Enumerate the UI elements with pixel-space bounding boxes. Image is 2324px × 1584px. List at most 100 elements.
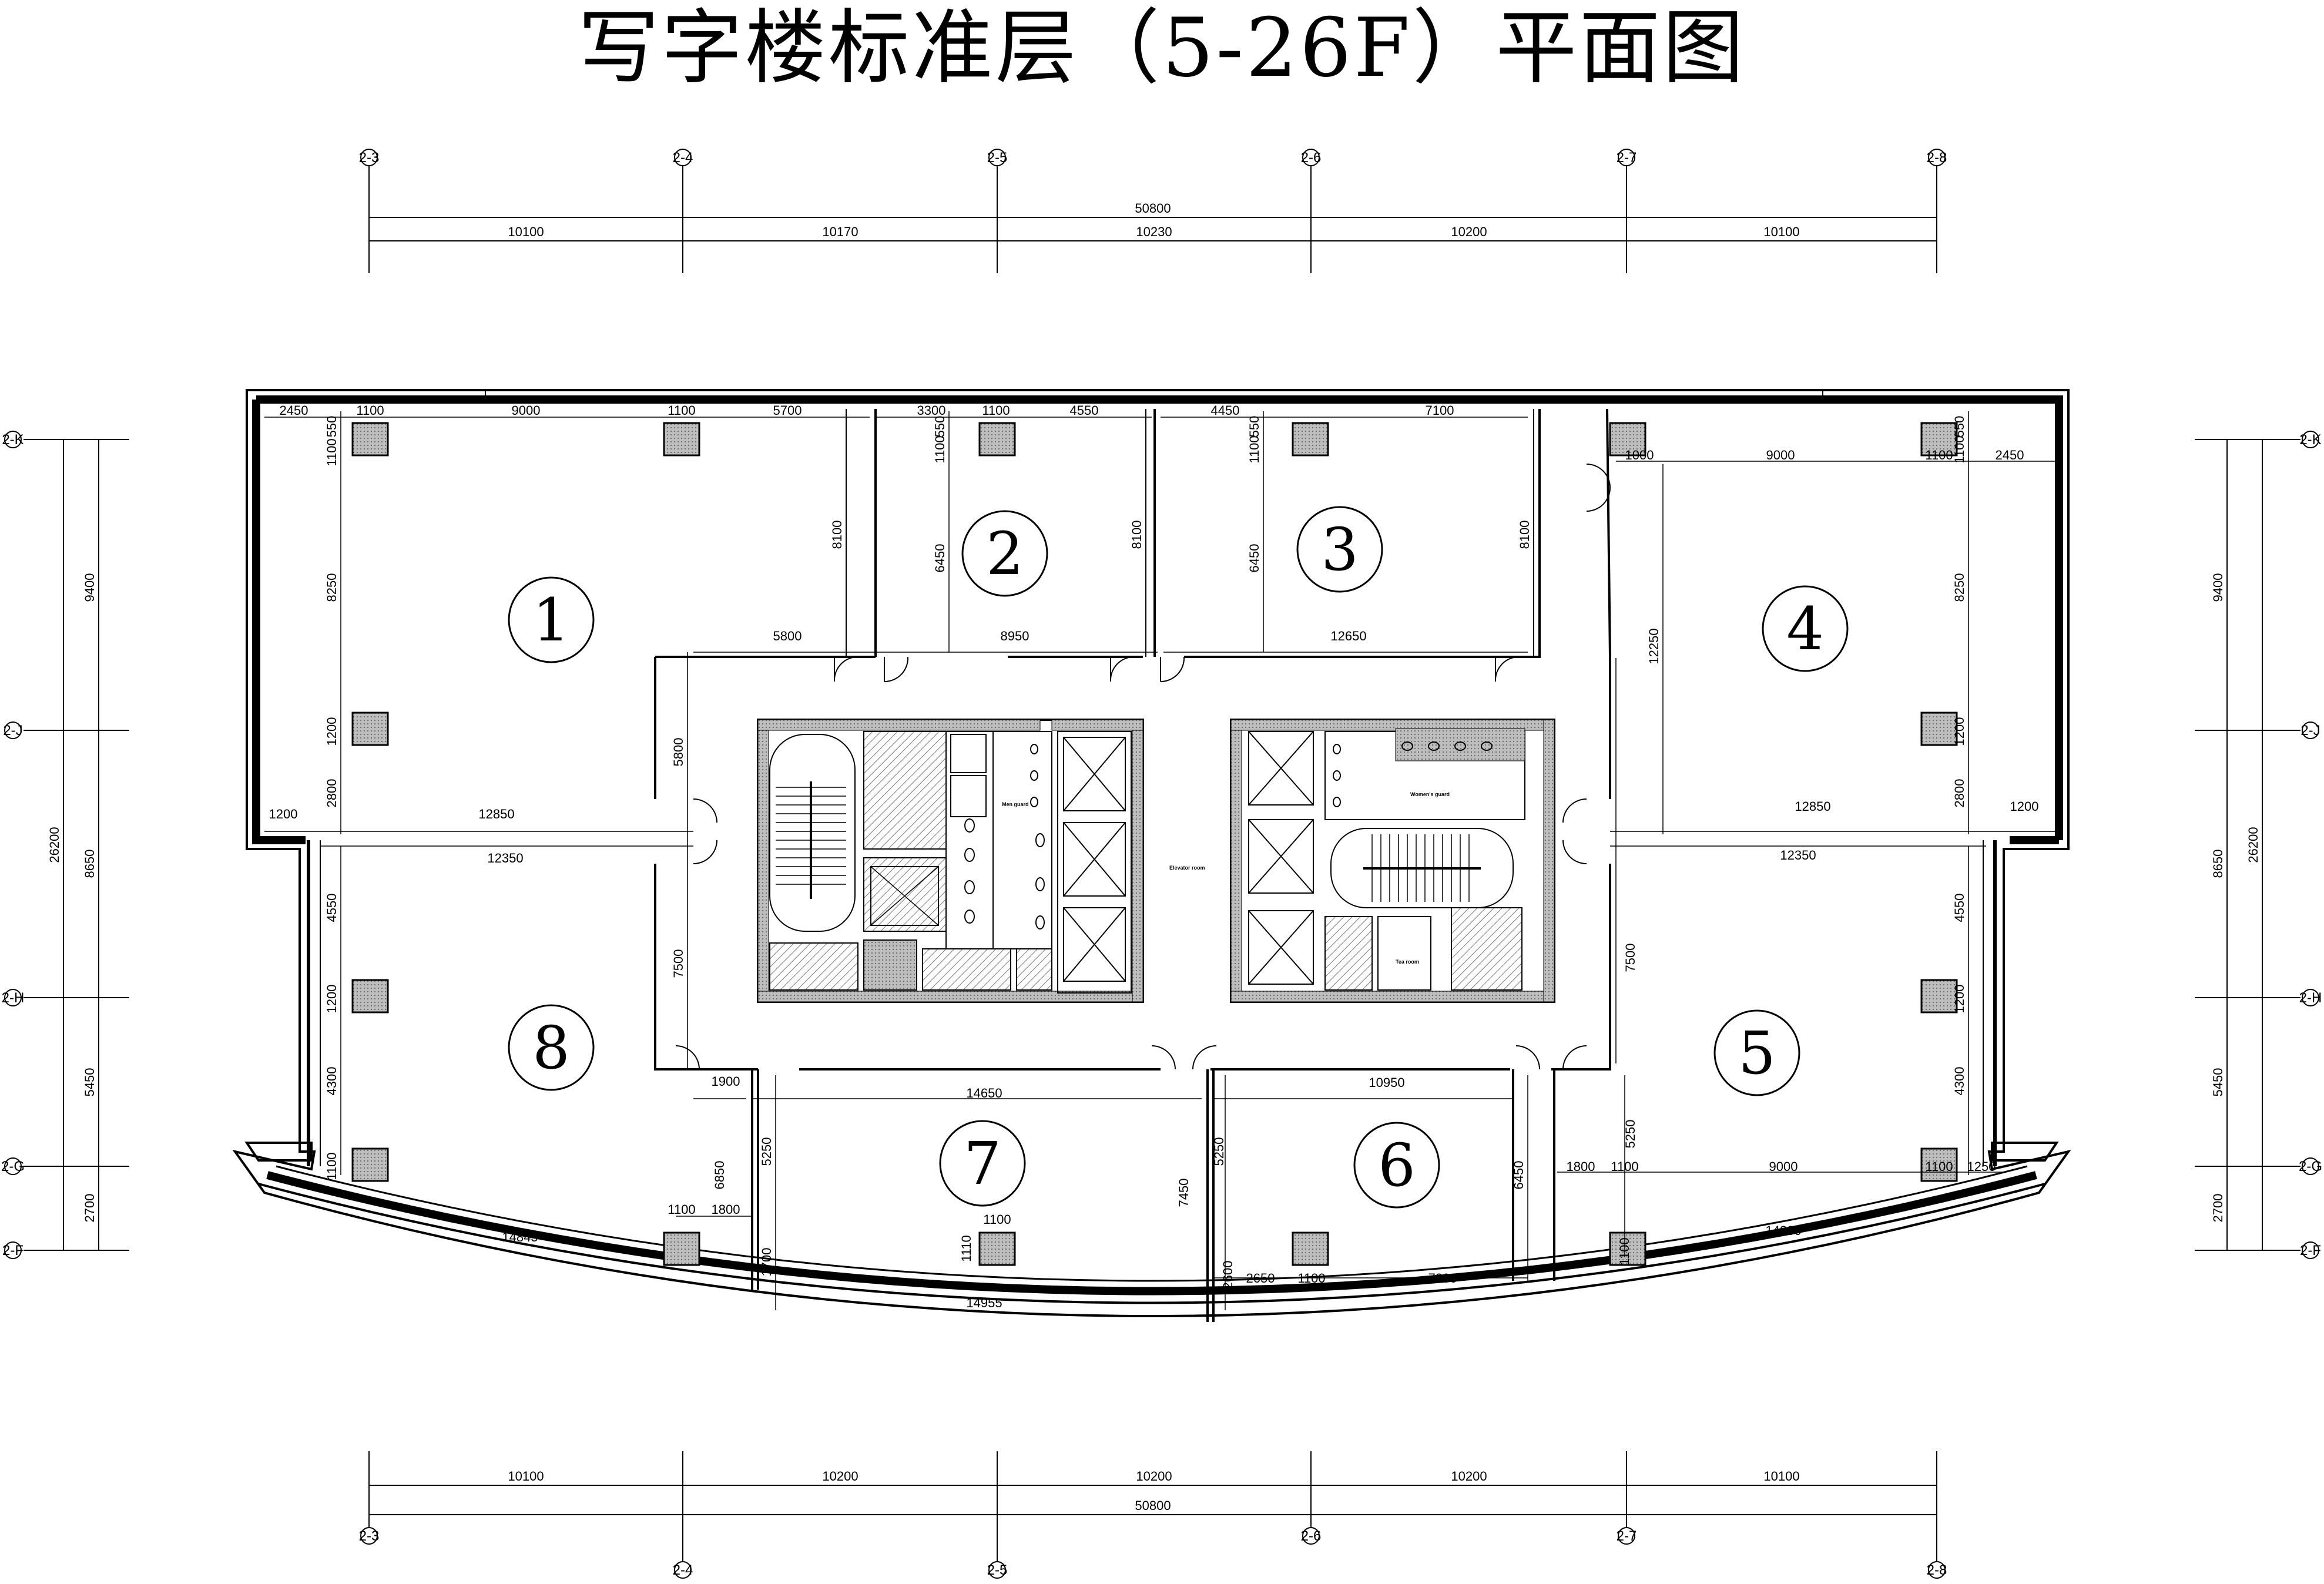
axis-label: 2-K	[2299, 432, 2321, 448]
dim-label: 12350	[487, 851, 523, 865]
dim-label: 550	[1247, 416, 1262, 438]
dim-total-top: 50800	[1135, 201, 1171, 216]
dim-label: 2800	[324, 779, 339, 808]
dim-label: 1100	[982, 403, 1010, 418]
dim-label: 2600	[1220, 1261, 1235, 1290]
mens-room-label: Men guard	[1002, 801, 1029, 807]
tea-room-label: Tea room	[1396, 959, 1419, 965]
dim-label: 7450	[1176, 1179, 1191, 1207]
dim-label: 6850	[712, 1161, 727, 1190]
dim-label: 10100	[508, 224, 544, 239]
left-dimension-chain	[24, 439, 129, 1251]
right-dimension-chain	[2195, 439, 2300, 1251]
dim-label: 4550	[1952, 894, 1967, 922]
axis-bubble	[988, 1561, 1006, 1579]
arc-radius: 14800	[1765, 1223, 1801, 1238]
axis-bubble	[4, 989, 22, 1006]
dim-label: 8100	[1517, 521, 1532, 549]
axis-bubble	[2302, 431, 2319, 448]
dim-label: 4550	[1070, 403, 1099, 418]
axis-label: 2-F	[2300, 1243, 2321, 1259]
interior-dims: 2450 1100 9000 1100 5700 3300 1100 4550 …	[269, 403, 2039, 1310]
dim-label: 1800	[1567, 1159, 1595, 1174]
unit-2-circle	[961, 510, 1048, 597]
axis-bubble	[1928, 149, 1946, 166]
axis-bubble	[360, 1527, 378, 1545]
dim-total-side: 26200	[47, 827, 62, 863]
dim-label: 1200	[324, 985, 339, 1014]
womens-room-label: Women's guard	[1410, 791, 1450, 797]
dim-label: 5700	[773, 403, 802, 418]
dim-label: 3300	[917, 403, 946, 418]
dim-label: 1200	[2010, 799, 2039, 814]
dim-label: 2700	[82, 1194, 97, 1223]
dim-label: 1100	[983, 1212, 1011, 1227]
dim-label: 10100	[508, 1469, 544, 1484]
axis-label: 2-H	[2299, 990, 2322, 1006]
axis-bubble	[1618, 1527, 1635, 1545]
axis-label: 2-4	[673, 1562, 693, 1578]
unit-markers: 1 2 3 4 5 6 7 8	[508, 506, 1849, 1209]
axis-bubble	[4, 431, 22, 448]
axis-bubble	[1618, 149, 1635, 166]
dim-label: 5800	[671, 738, 686, 767]
dim-label: 1100	[1611, 1159, 1638, 1174]
dim-label: 4450	[1211, 403, 1240, 418]
dim-label: 12850	[478, 807, 514, 821]
dim-label: 550	[1952, 416, 1967, 438]
dim-label: 1200	[324, 717, 339, 746]
axis-bubble	[674, 1561, 692, 1579]
dim-label: 10200	[1136, 1469, 1172, 1484]
axis-label: 2-7	[1617, 150, 1637, 166]
dim-label: 8650	[82, 850, 97, 878]
dim-label: 1100	[1925, 1159, 1953, 1174]
dim-label: 6450	[1247, 544, 1262, 573]
axis-label: 2-K	[2, 432, 24, 448]
dim-label: 1000	[1625, 448, 1654, 462]
dim-label: 2450	[280, 403, 308, 418]
axis-bubble	[2302, 989, 2319, 1006]
dim-label: 5250	[1212, 1137, 1226, 1166]
unit-8-circle	[508, 1004, 595, 1091]
axis-bubble	[1302, 149, 1320, 166]
dim-label: 1100	[1297, 1271, 1325, 1286]
axis-bubble	[2302, 721, 2319, 739]
dim-label: 5800	[773, 629, 802, 643]
dim-label: 1250	[1967, 1159, 1996, 1174]
dim-label: 2650	[1246, 1271, 1275, 1286]
unit-5-circle	[1713, 1009, 1800, 1096]
axis-label: 2-J	[3, 723, 22, 739]
dim-label: 1100	[668, 403, 695, 418]
dim-label: 550	[933, 416, 947, 438]
interior-dim-lines	[264, 411, 2057, 1310]
axis-label: 2-5	[987, 1562, 1008, 1578]
axis-bubble	[988, 149, 1006, 166]
dim-label: 2800	[1952, 779, 1967, 808]
dim-label: 550	[324, 416, 339, 438]
axis-bubble	[674, 149, 692, 166]
axis-label: 2-4	[673, 150, 693, 166]
dim-label: 1200	[1952, 717, 1967, 746]
core-left: Men guard Elevator room	[757, 719, 1205, 1003]
dim-label: 10100	[1763, 224, 1799, 239]
dim-label: 4550	[324, 894, 339, 922]
axis-label: 2-5	[987, 150, 1008, 166]
axis-bubble	[1302, 1527, 1320, 1545]
dim-label: 1110	[959, 1235, 974, 1262]
dim-label: 1100	[933, 435, 947, 463]
dim-label: 7500	[1623, 944, 1638, 972]
unit-4-circle	[1762, 585, 1849, 672]
unit-7-circle	[939, 1120, 1026, 1207]
dim-label: 6450	[1511, 1161, 1526, 1190]
dim-label: 4300	[1952, 1067, 1967, 1096]
axis-label: 2-J	[2300, 723, 2320, 739]
axis-bubble	[4, 721, 22, 739]
dim-label: 1100	[356, 403, 384, 418]
axis-label: 2-H	[2, 990, 25, 1006]
arc-radius: 14845	[502, 1230, 538, 1244]
axis-bubble	[4, 1241, 22, 1259]
unit-2-label: 2	[986, 519, 1024, 588]
unit-7-label: 7	[964, 1129, 1001, 1198]
dim-label: 9400	[2211, 573, 2225, 602]
